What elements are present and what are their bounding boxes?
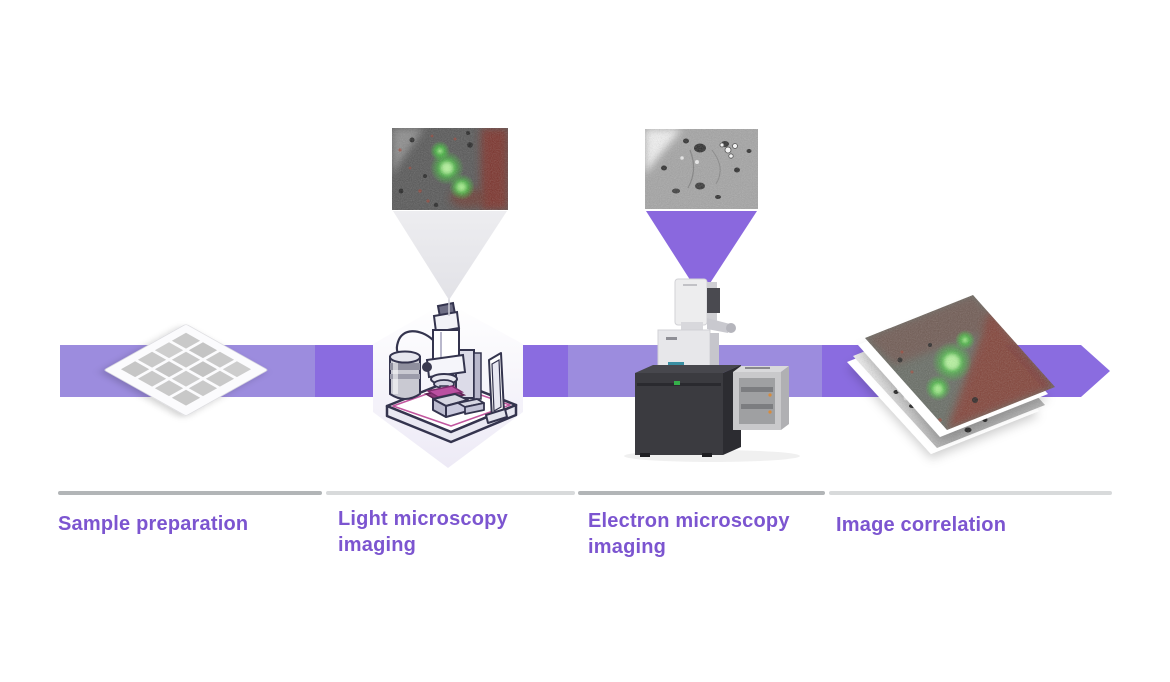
divider-sample-preparation xyxy=(58,491,322,495)
lm-funnel xyxy=(393,211,507,300)
sem-base-cabinet xyxy=(635,365,741,373)
divider-light-microscopy xyxy=(326,491,575,495)
step-label-sample-preparation: Sample preparation xyxy=(58,513,249,535)
control-cabinet xyxy=(733,366,789,430)
em-funnel xyxy=(646,211,757,297)
overlaid-micrographs-icon xyxy=(847,295,1055,454)
light-microscope-icon xyxy=(373,301,523,468)
step-label-light-microscopy: Light microscopy imaging xyxy=(338,508,508,556)
step-label-image-correlation: Image correlation xyxy=(836,514,1007,536)
tem-grid-icon xyxy=(104,324,268,416)
divider-electron-microscopy xyxy=(578,491,825,495)
fluorescence-micrograph xyxy=(392,128,508,210)
step-label-electron-microscopy: Electron microscopy imaging xyxy=(588,510,790,558)
electron-microscope-icon xyxy=(624,278,800,462)
microscope-body xyxy=(422,301,467,392)
electron-micrograph xyxy=(645,129,758,209)
divider-image-correlation xyxy=(829,491,1112,495)
stage-controls xyxy=(432,393,485,418)
monitor xyxy=(485,352,508,424)
reagent-canister xyxy=(389,350,421,400)
